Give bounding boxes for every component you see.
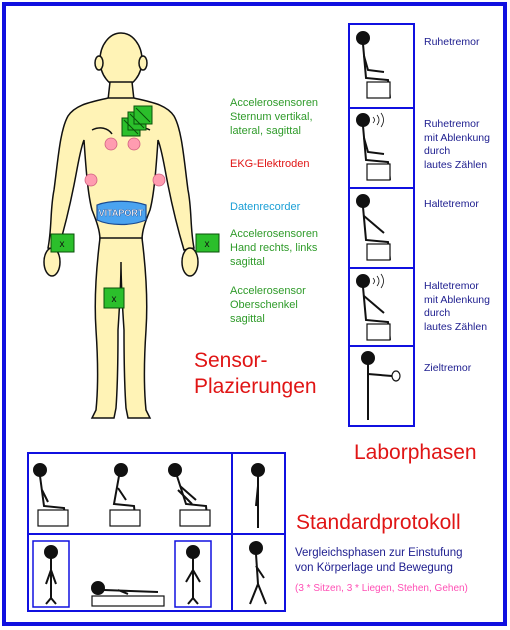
standard-protocol-title: Standardprotokoll — [296, 510, 461, 536]
body-figure — [44, 33, 198, 418]
sensor-label-recorder: Datenrecorder — [230, 200, 300, 214]
sensor-label-ekg: EKG-Elektroden — [230, 157, 309, 171]
figure-sitting-3 — [169, 464, 210, 526]
belt-label: VITAPORT — [99, 208, 144, 218]
figure-sitting-2 — [110, 464, 140, 526]
figure-sitting-1 — [34, 464, 68, 526]
standard-grid — [28, 453, 285, 611]
hand-left-sensor-mark: x — [60, 239, 65, 250]
thigh-sensor-mark: x — [112, 294, 117, 305]
sensor-label-hands: Accelerosensoren Hand rechts, links sagi… — [230, 227, 318, 269]
lab-phase-label-1: Ruhetremor — [424, 36, 479, 50]
sensor-placement-title: Sensor- Plazierungen — [194, 348, 317, 400]
lab-phase-label-5: Zieltremor — [424, 362, 471, 376]
figure-lying-1 — [45, 546, 57, 604]
lab-phase-label-3: Haltetremor — [424, 198, 479, 212]
lab-phase-label-4: Haltetremor mit Ablenkung durch lautes Z… — [424, 280, 490, 334]
lab-phase-label-2: Ruhetremor mit Ablenkung durch lautes Zä… — [424, 118, 490, 172]
standard-protocol-note: (3 * Sitzen, 3 * Liegen, Stehen, Gehen) — [295, 582, 468, 596]
figure-lying-2 — [92, 582, 164, 606]
figure-lying-3 — [186, 546, 200, 604]
sensor-label-sternum: Accelerosensoren Sternum vertikal, later… — [230, 96, 318, 138]
figure-standing — [252, 464, 264, 528]
lab-phases-title: Laborphasen — [354, 440, 477, 466]
hand-right-sensor-mark: x — [205, 239, 210, 250]
figure-walking — [250, 542, 266, 604]
sensor-label-thigh: Accelerosensor Oberschenkel sagittal — [230, 284, 306, 326]
standard-protocol-description: Vergleichsphasen zur Einstufung von Körp… — [295, 546, 463, 576]
